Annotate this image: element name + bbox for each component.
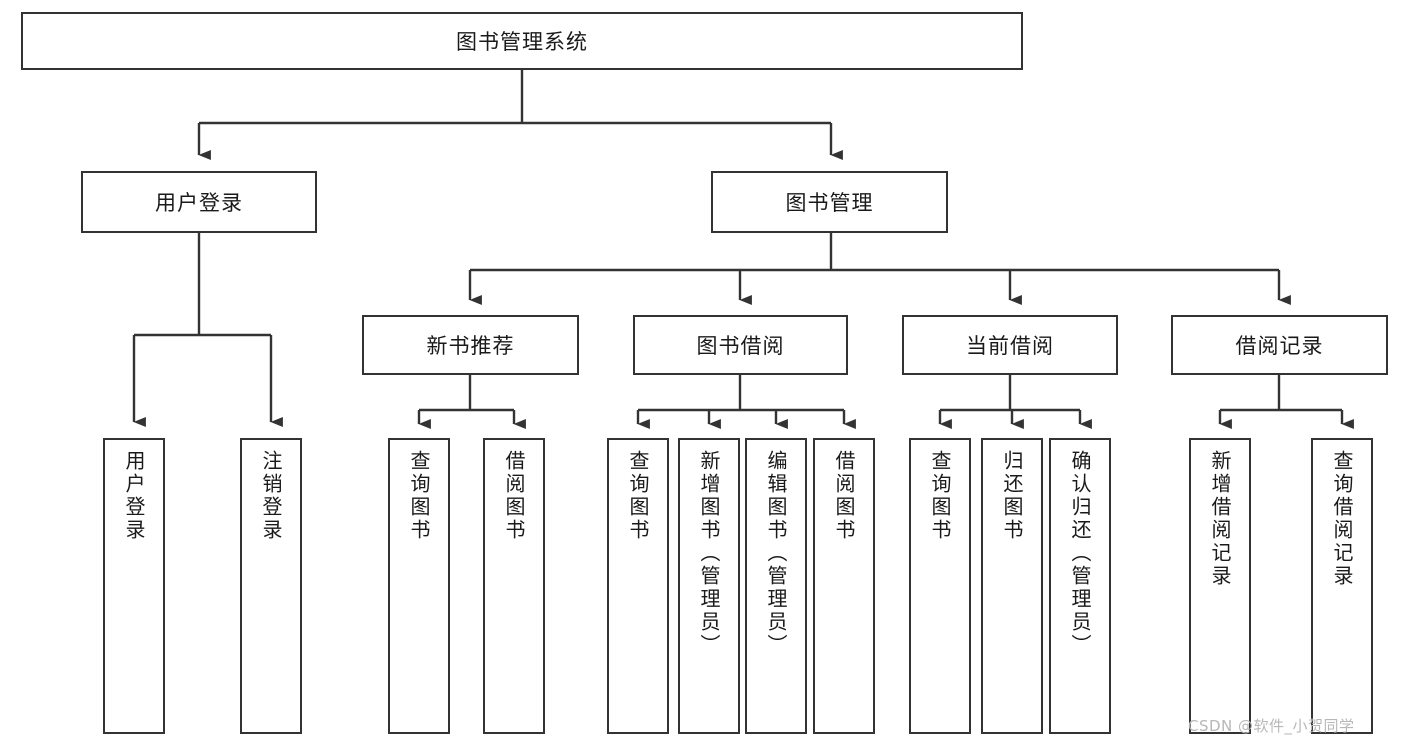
node-book-borrow-label: 图书借阅 [696,334,785,358]
leaf-borrow-book-label: 借阅图书 [832,450,856,542]
leaf-query-record[interactable]: 查询借阅记录 [1311,438,1373,734]
edges-borrow-record-to-leaves [1218,375,1354,430]
leaf-confirm-return-label: 确认归还（管理员） [1068,450,1092,657]
leaf-return-book-label: 归还图书 [1000,450,1024,542]
leaf-edit-book-label: 编辑图书（管理员） [764,450,788,657]
leaf-query-book-cur-label: 查询图书 [928,450,952,542]
leaf-logout[interactable]: 注销登录 [240,438,302,734]
node-current-borrow[interactable]: 当前借阅 [902,315,1118,375]
edges-current-borrow-to-leaves [938,375,1092,430]
leaf-confirm-return[interactable]: 确认归还（管理员） [1049,438,1111,734]
node-borrow-record-label: 借阅记录 [1235,334,1324,358]
node-book-borrow[interactable]: 图书借阅 [633,315,848,375]
leaf-query-book-cur[interactable]: 查询图书 [909,438,971,734]
leaf-user-login-label: 用户登录 [122,450,146,542]
edges-new-book-recommend-to-leaves [417,375,526,430]
leaf-user-login[interactable]: 用户登录 [103,438,165,734]
leaf-borrow-book-rec-label: 借阅图书 [502,450,526,542]
leaf-borrow-book-rec[interactable]: 借阅图书 [483,438,545,734]
node-borrow-record[interactable]: 借阅记录 [1171,315,1388,375]
leaf-query-record-label: 查询借阅记录 [1330,450,1354,588]
watermark-text: CSDN @软件_小贺同学 [1188,717,1355,735]
node-book-manage-label: 图书管理 [785,191,874,215]
edges-root-to-level2 [197,70,843,161]
leaf-query-book-rec-label: 查询图书 [407,450,431,542]
node-new-book-recommend[interactable]: 新书推荐 [362,315,579,375]
node-root-label: 图书管理系统 [456,30,588,54]
leaf-add-record-label: 新增借阅记录 [1208,450,1232,588]
edges-user-login-to-leaves [132,233,283,428]
leaf-add-record[interactable]: 新增借阅记录 [1189,438,1251,734]
node-user-login[interactable]: 用户登录 [81,171,317,233]
node-user-login-label: 用户登录 [155,191,243,215]
leaf-borrow-book[interactable]: 借阅图书 [813,438,875,734]
edges-book-borrow-to-leaves [636,375,856,430]
node-book-manage[interactable]: 图书管理 [711,171,948,233]
edges-book-manage-to-level3 [468,233,1291,306]
leaf-query-book-label: 查询图书 [626,450,650,542]
node-root[interactable]: 图书管理系统 [21,12,1023,70]
leaf-add-book-label: 新增图书（管理员） [697,450,721,657]
node-current-borrow-label: 当前借阅 [966,334,1054,358]
leaf-edit-book[interactable]: 编辑图书（管理员） [745,438,807,734]
leaf-logout-label: 注销登录 [259,450,283,542]
leaf-query-book-rec[interactable]: 查询图书 [388,438,450,734]
leaf-add-book[interactable]: 新增图书（管理员） [678,438,740,734]
leaf-return-book[interactable]: 归还图书 [981,438,1043,734]
node-new-book-recommend-label: 新书推荐 [426,334,515,358]
leaf-query-book[interactable]: 查询图书 [607,438,669,734]
